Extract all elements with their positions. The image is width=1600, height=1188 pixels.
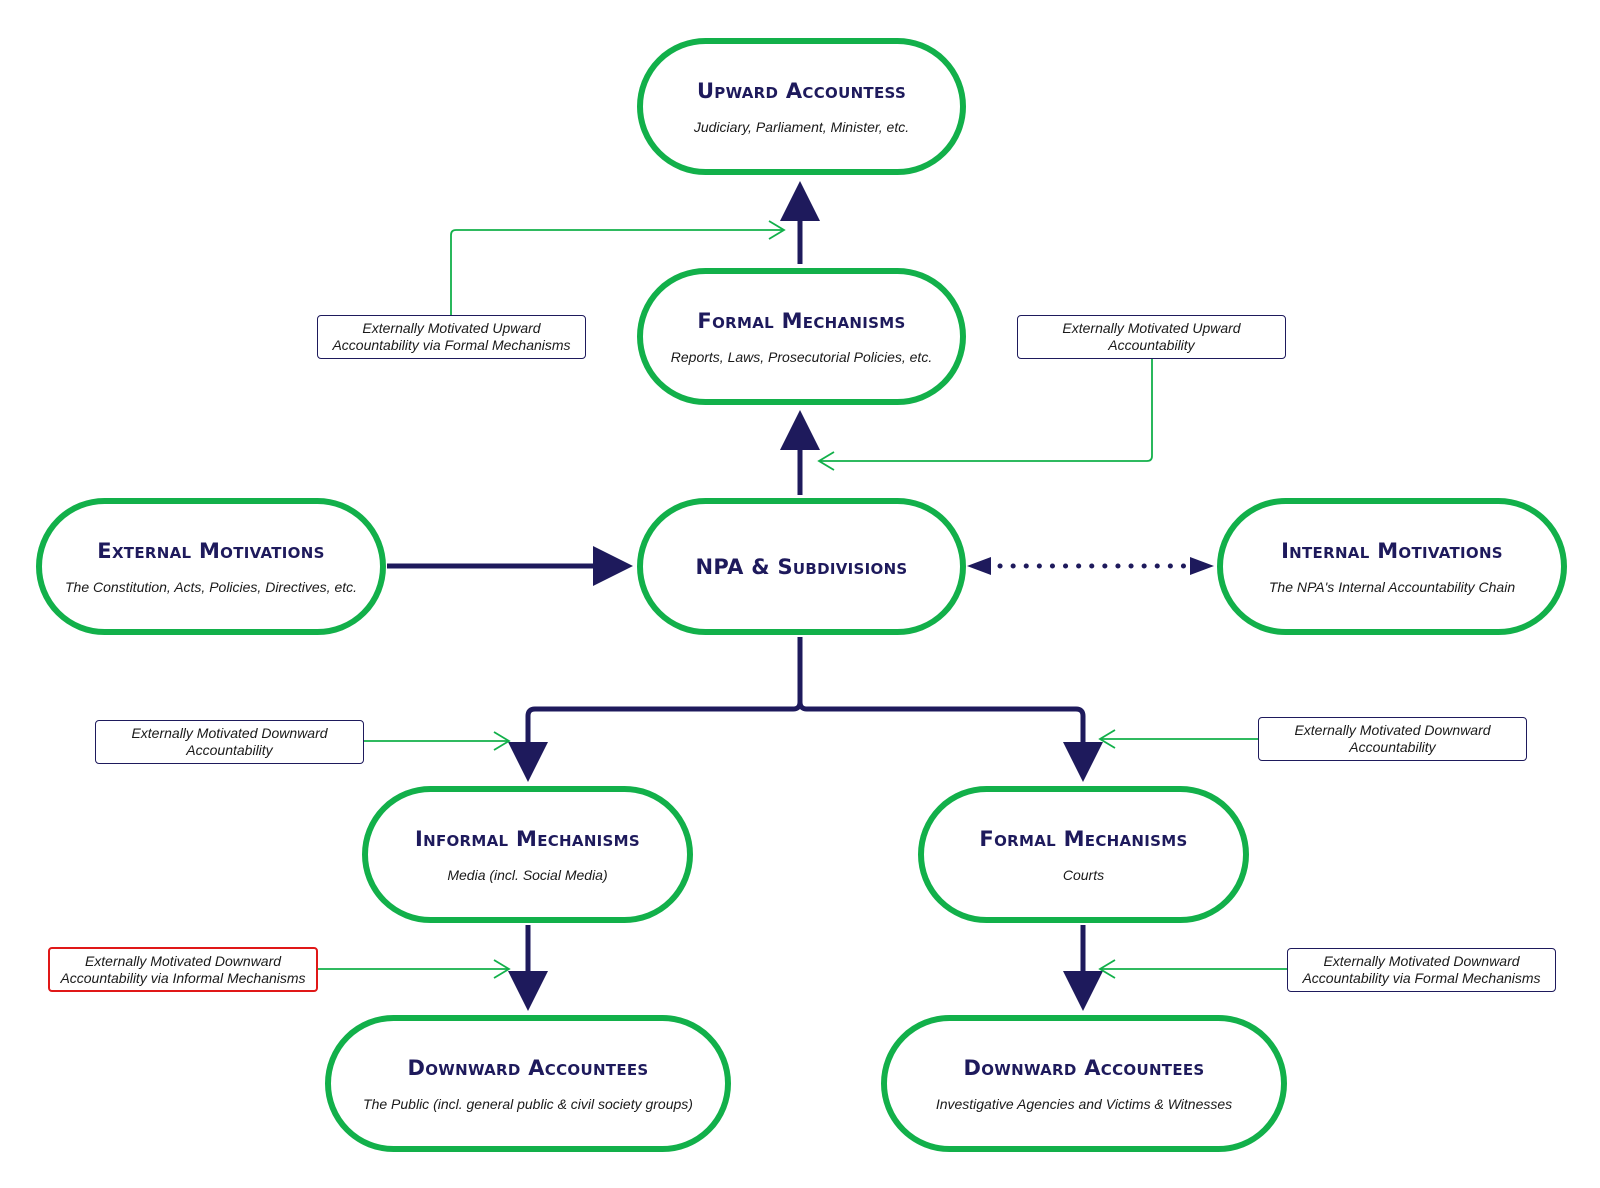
node-formal-mechanisms-upper: Formal Mechanisms Reports, Laws, Prosecu…	[637, 268, 966, 405]
node-subtitle: Reports, Laws, Prosecutorial Policies, e…	[670, 348, 933, 365]
note-downward-via-informal: Externally Motivated Downward Accountabi…	[48, 947, 318, 992]
node-title: Downward Accountees	[407, 1055, 649, 1080]
node-upward-accountees: Upward Accountess Judiciary, Parliament,…	[637, 38, 966, 175]
note-downward-left: Externally Motivated Downward Accountabi…	[95, 720, 364, 764]
note-upward: Externally Motivated Upward Accountabili…	[1017, 315, 1286, 359]
node-title: Internal Motivations	[1281, 538, 1503, 563]
node-internal-motivations: Internal Motivations The NPA's Internal …	[1217, 498, 1567, 635]
connector-downward-via-formal-head	[1098, 959, 1116, 979]
connector-downward-via-informal-head	[493, 959, 511, 979]
node-external-motivations: External Motivations The Constitution, A…	[36, 498, 386, 635]
node-downward-accountees-right: Downward Accountees Investigative Agenci…	[881, 1015, 1287, 1152]
node-title: Informal Mechanisms	[414, 826, 640, 851]
connector-downward-left-head	[493, 731, 511, 751]
note-downward-via-formal: Externally Motivated Downward Accountabi…	[1287, 948, 1556, 992]
connector-upward-via-formal	[450, 229, 784, 315]
node-title: Downward Accountees	[963, 1055, 1205, 1080]
arrow-npa-to-informal	[508, 637, 803, 782]
node-subtitle: The Public (incl. general public & civil…	[363, 1095, 693, 1112]
connector-downward-right-head	[1098, 729, 1116, 749]
node-title: Formal Mechanisms	[697, 308, 906, 333]
node-title: NPA & Subdivisions	[695, 554, 908, 579]
node-title: Upward Accountess	[696, 78, 907, 103]
node-subtitle: The NPA's Internal Accountability Chain	[1268, 578, 1516, 595]
node-subtitle: The Constitution, Acts, Policies, Direct…	[64, 578, 358, 595]
node-informal-mechanisms: Informal Mechanisms Media (incl. Social …	[362, 786, 693, 923]
node-title: Formal Mechanisms	[979, 826, 1188, 851]
arrow-npa-to-formal-lower	[797, 701, 1103, 782]
connector-upward	[819, 358, 1153, 462]
node-subtitle: Judiciary, Parliament, Minister, etc.	[693, 118, 910, 135]
node-title: External Motivations	[97, 538, 325, 563]
connector-upward-head	[817, 451, 835, 471]
node-subtitle: Courts	[1062, 866, 1105, 883]
node-formal-mechanisms-lower: Formal Mechanisms Courts	[918, 786, 1249, 923]
node-npa-subdivisions: NPA & Subdivisions	[637, 498, 966, 635]
node-downward-accountees-left: Downward Accountees The Public (incl. ge…	[325, 1015, 731, 1152]
connector-upward-via-formal-head	[768, 220, 786, 240]
arrowhead-npa-side	[967, 557, 991, 575]
note-upward-via-formal: Externally Motivated Upward Accountabili…	[317, 315, 586, 359]
arrowhead-internal-side	[1190, 557, 1214, 575]
note-downward-right: Externally Motivated Downward Accountabi…	[1258, 717, 1527, 761]
node-subtitle: Media (incl. Social Media)	[447, 866, 608, 883]
node-subtitle: Investigative Agencies and Victims & Wit…	[935, 1095, 1233, 1112]
